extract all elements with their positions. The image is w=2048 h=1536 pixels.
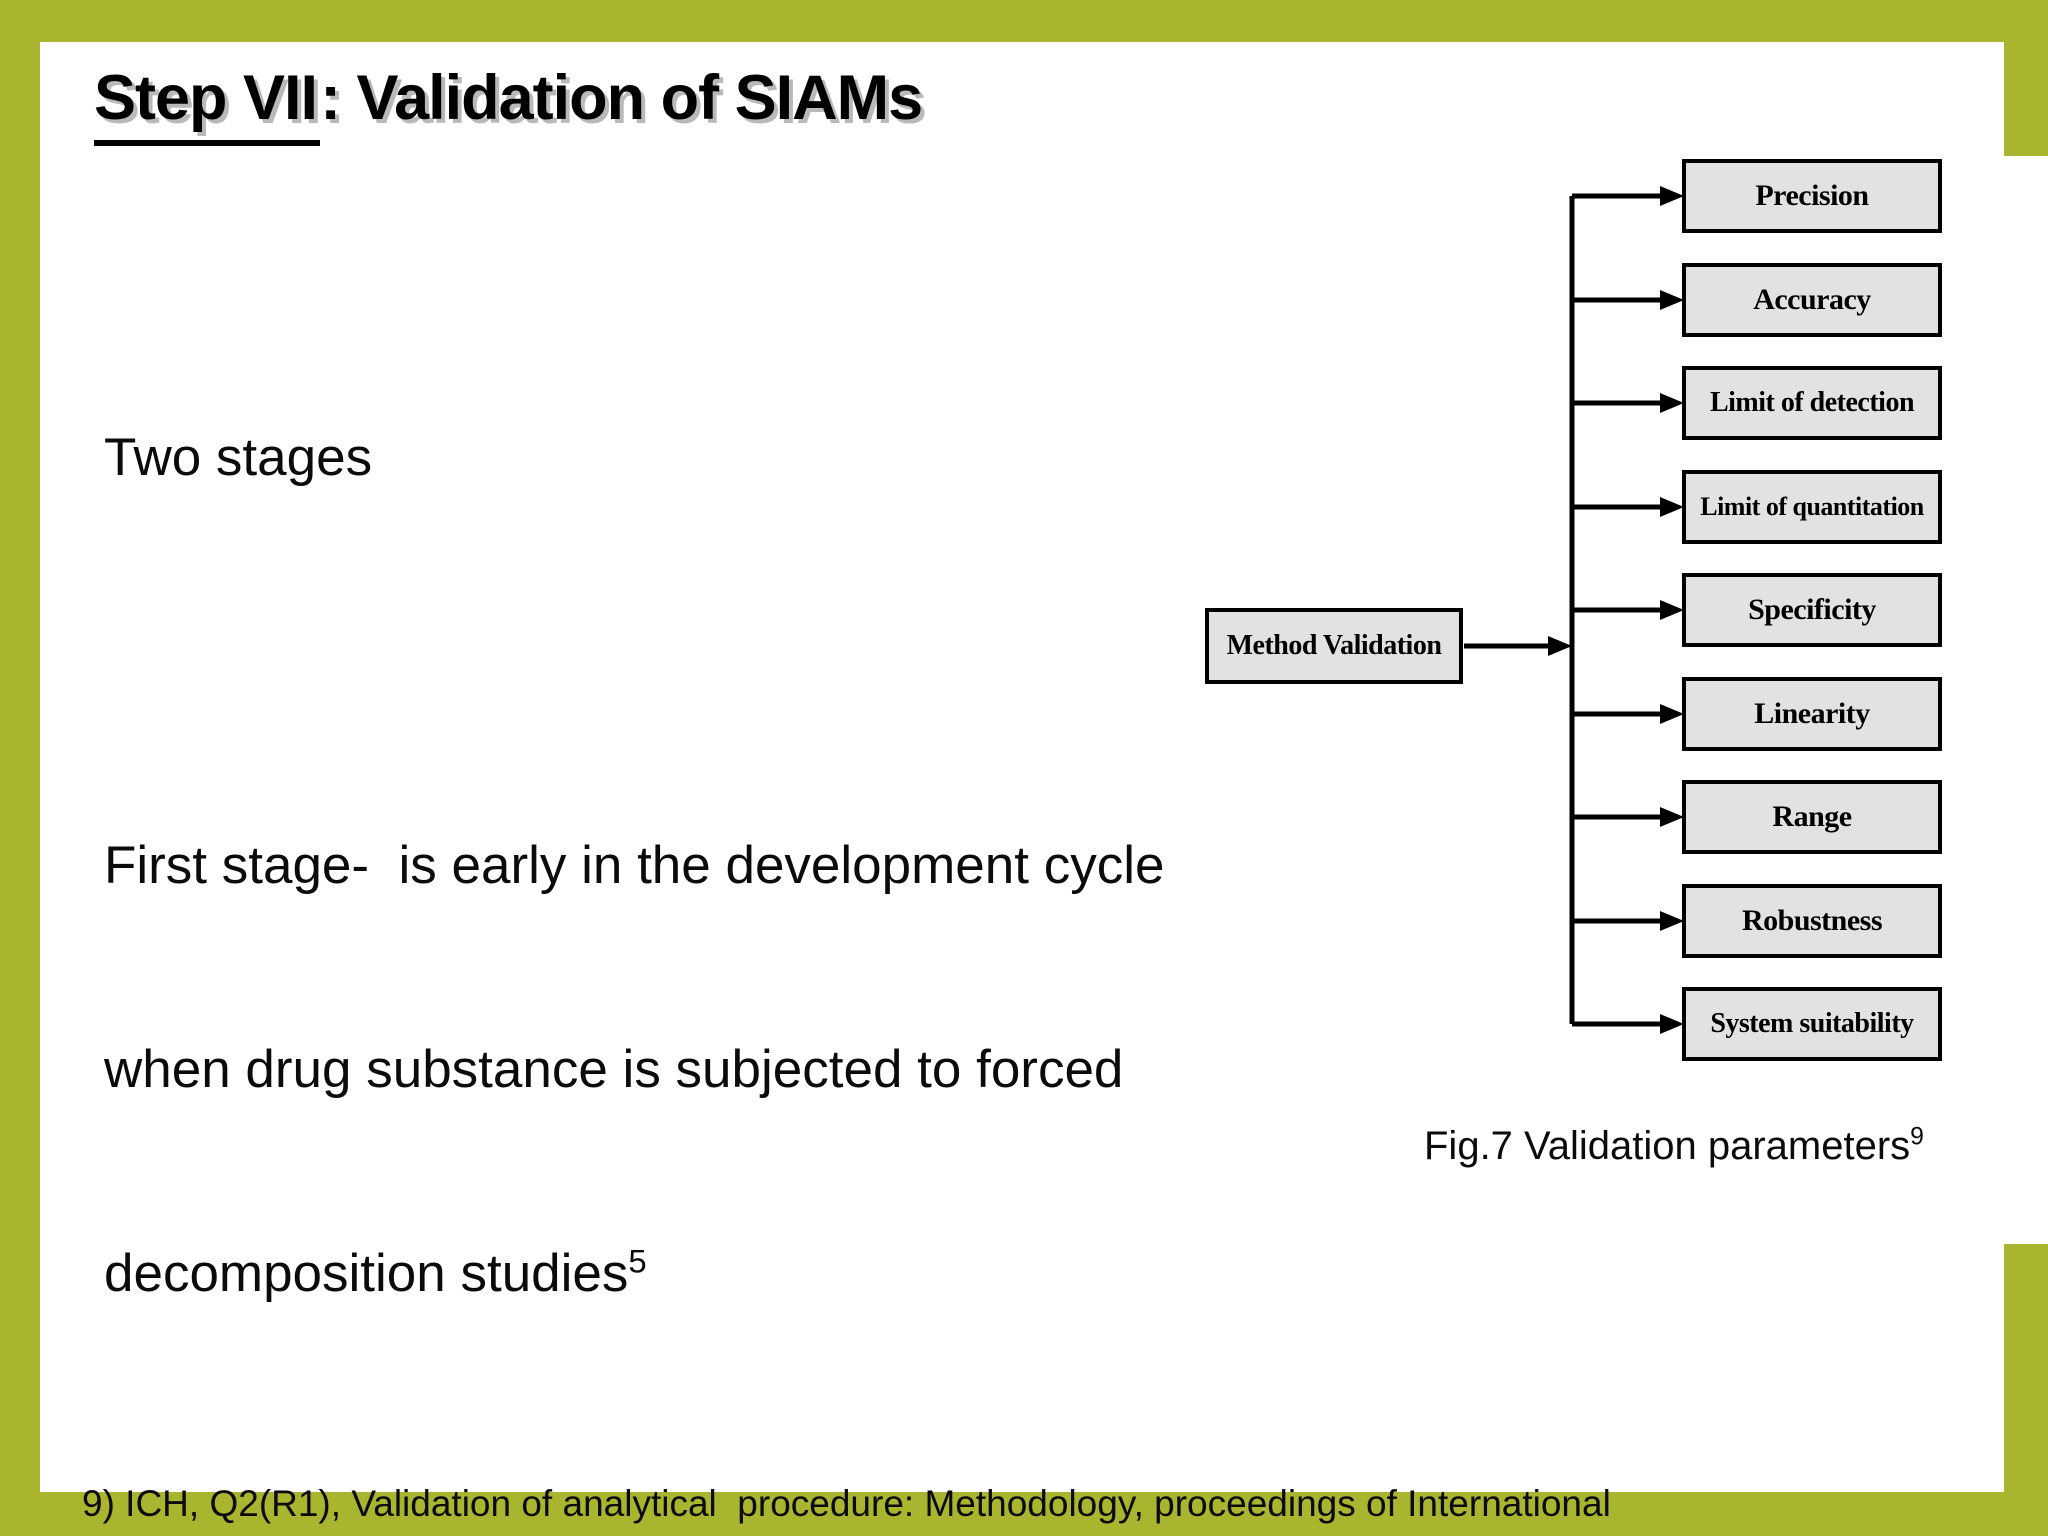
figure-caption: Fig.7 Validation parameters9 — [1424, 1123, 1924, 1168]
param-box-system-suitability: System suitability — [1682, 987, 1942, 1061]
param-box-limit-of-detection: Limit of detection — [1682, 366, 1942, 440]
title-rest: : Validation of SIAMs — [320, 63, 923, 133]
param-box-specificity: Specificity — [1682, 573, 1942, 647]
title-step-number: Step VII — [94, 62, 321, 146]
frame-left-bar — [0, 0, 40, 1536]
superscript-ref: 5 — [628, 1242, 647, 1280]
page-title: Step VII: Validation of SIAMs — [94, 62, 923, 146]
frame-bottom-bar — [0, 1492, 2048, 1536]
superscript-ref: 9 — [1910, 1123, 1924, 1151]
reference-line: 9) ICH, Q2(R1), Validation of analytical… — [82, 1483, 1611, 1524]
body-text: Two stages First stage- is early in the … — [104, 288, 1197, 1536]
param-box-robustness: Robustness — [1682, 884, 1942, 958]
frame-corner-top-right — [2004, 0, 2048, 156]
body-line: First stage- is early in the development… — [104, 836, 1165, 895]
references: 9) ICH, Q2(R1), Validation of analytical… — [82, 1384, 1677, 1536]
param-box-limit-of-quantitation: Limit of quantitation — [1682, 470, 1942, 544]
body-line-spacer — [104, 628, 1197, 696]
method-validation-box: Method Validation — [1205, 608, 1463, 684]
param-box-linearity: Linearity — [1682, 677, 1942, 751]
body-line: decomposition studies5 — [104, 1242, 647, 1303]
body-line: when drug substance is subjected to forc… — [104, 1040, 1124, 1099]
frame-corner-bottom-right — [2004, 1244, 2048, 1536]
body-line: Two stages — [104, 428, 373, 487]
frame-top-bar — [0, 0, 2048, 42]
param-box-accuracy: Accuracy — [1682, 263, 1942, 337]
param-box-precision: Precision — [1682, 159, 1942, 233]
param-box-range: Range — [1682, 780, 1942, 854]
